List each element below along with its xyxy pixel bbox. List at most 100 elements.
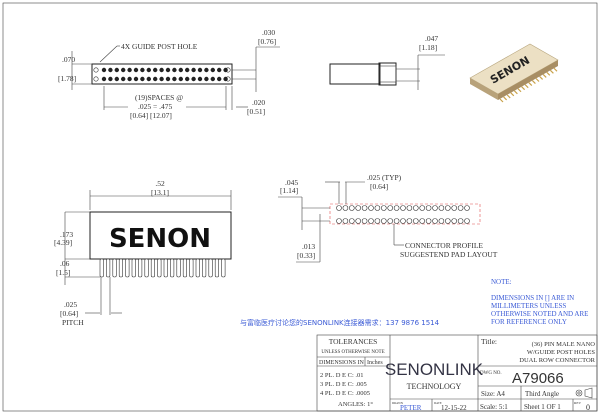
note-line: MILLIMETERS UNLESS (491, 302, 566, 310)
pad (400, 205, 406, 211)
pad (425, 218, 432, 224)
front-height-mm: [4.39] (54, 238, 72, 247)
guide-post-hole (93, 76, 99, 82)
pin (144, 258, 149, 278)
pin (208, 258, 213, 278)
pin-3d (499, 98, 504, 103)
title-line: DUAL ROW CONNECTOR (519, 357, 595, 364)
pin-3d (517, 88, 522, 93)
projection: Third Angle (525, 390, 559, 398)
pins-front (99, 258, 226, 278)
pad (412, 205, 419, 211)
sheet: Sheet 1 OF 1 (524, 403, 561, 411)
row-mm: [1.14] (280, 186, 298, 195)
company-sub: TECHNOLOGY (407, 382, 462, 391)
pitch-label: PITCH (62, 318, 84, 327)
pad (368, 205, 374, 211)
pin (99, 258, 104, 278)
pad (387, 205, 394, 211)
pin (127, 76, 132, 82)
pin (210, 67, 215, 73)
pin (165, 76, 171, 82)
pin (108, 76, 113, 82)
pin (112, 258, 117, 278)
pin-3d (510, 92, 515, 97)
pad (374, 218, 381, 224)
pin (159, 67, 164, 73)
pad (444, 205, 451, 211)
pin (101, 67, 107, 73)
pin (133, 67, 139, 73)
note-line: OTHERWISE NOTED AND ARE (491, 310, 588, 318)
pin (125, 258, 130, 278)
pin (106, 258, 111, 278)
pad (432, 205, 438, 211)
pin (114, 67, 120, 73)
side-dim-in: .047 (425, 34, 438, 43)
pad (464, 218, 470, 224)
pins-3d (499, 67, 558, 103)
pin-3d (549, 69, 554, 74)
width-mm: [13.1] (151, 188, 169, 197)
pad (457, 218, 464, 224)
pin (185, 67, 190, 73)
spaces-label: (19)SPACES @ (135, 93, 183, 102)
pin-3d (535, 78, 540, 82)
pin (214, 258, 219, 278)
pin (172, 67, 177, 73)
pad (451, 218, 458, 224)
height-in: .070 (62, 55, 75, 64)
pin (150, 258, 155, 278)
pad (355, 218, 362, 224)
title-label: Title: (481, 337, 497, 346)
pad (348, 218, 355, 224)
pad (380, 218, 387, 224)
pin (170, 258, 175, 278)
pad (406, 205, 413, 211)
tolerance-angles: ANGLES: 1° (338, 401, 373, 408)
pin (121, 67, 126, 73)
pin-3d (521, 86, 526, 91)
drawn-by: PETER (400, 404, 422, 412)
rev: 0 (586, 403, 590, 412)
pad (393, 205, 400, 211)
pin (146, 67, 151, 73)
pin-3d (524, 84, 529, 89)
top-view: 4X GUIDE POST HOLE .070 [1.78] .030 [0.7… (58, 28, 280, 120)
pad (387, 218, 394, 224)
pin-mm: [1.5] (56, 268, 70, 277)
dwg-label: DWG NO. (480, 371, 502, 376)
pin-in: .06 (60, 259, 70, 268)
pin (221, 258, 226, 278)
pin (176, 258, 181, 278)
connector-body-top (91, 63, 233, 85)
pin (153, 67, 158, 73)
drawn-label: DRAWN (392, 401, 404, 405)
pad (336, 205, 342, 211)
pin (133, 76, 139, 82)
pad-label-1: CONNECTOR PROFILE (405, 241, 483, 250)
pad-mm: [0.33] (297, 251, 315, 260)
date: 12-15-22 (441, 404, 467, 412)
edge-mm: [0.51] (247, 107, 265, 116)
pin (131, 258, 136, 278)
pad (374, 205, 381, 211)
pin (202, 258, 207, 278)
pad-label-2: SUGGESTEND PAD LAYOUT (400, 250, 498, 259)
pin (178, 76, 183, 82)
width-in: .52 (155, 179, 165, 188)
note-line: FOR REFERENCE ONLY (491, 318, 567, 326)
spaces-mm: [0.64] [12.07] (130, 111, 172, 120)
pad-layout: .025 (TYP) [0.64] .045 [1.14] .013 [0.33… (278, 173, 498, 263)
row-in: .045 (285, 178, 298, 187)
pad (406, 218, 413, 224)
pin (178, 67, 183, 73)
pin (185, 76, 190, 82)
pin (217, 67, 222, 73)
pad (336, 218, 342, 224)
pin (153, 76, 158, 82)
units: Inches (367, 360, 383, 366)
pad (464, 205, 470, 211)
